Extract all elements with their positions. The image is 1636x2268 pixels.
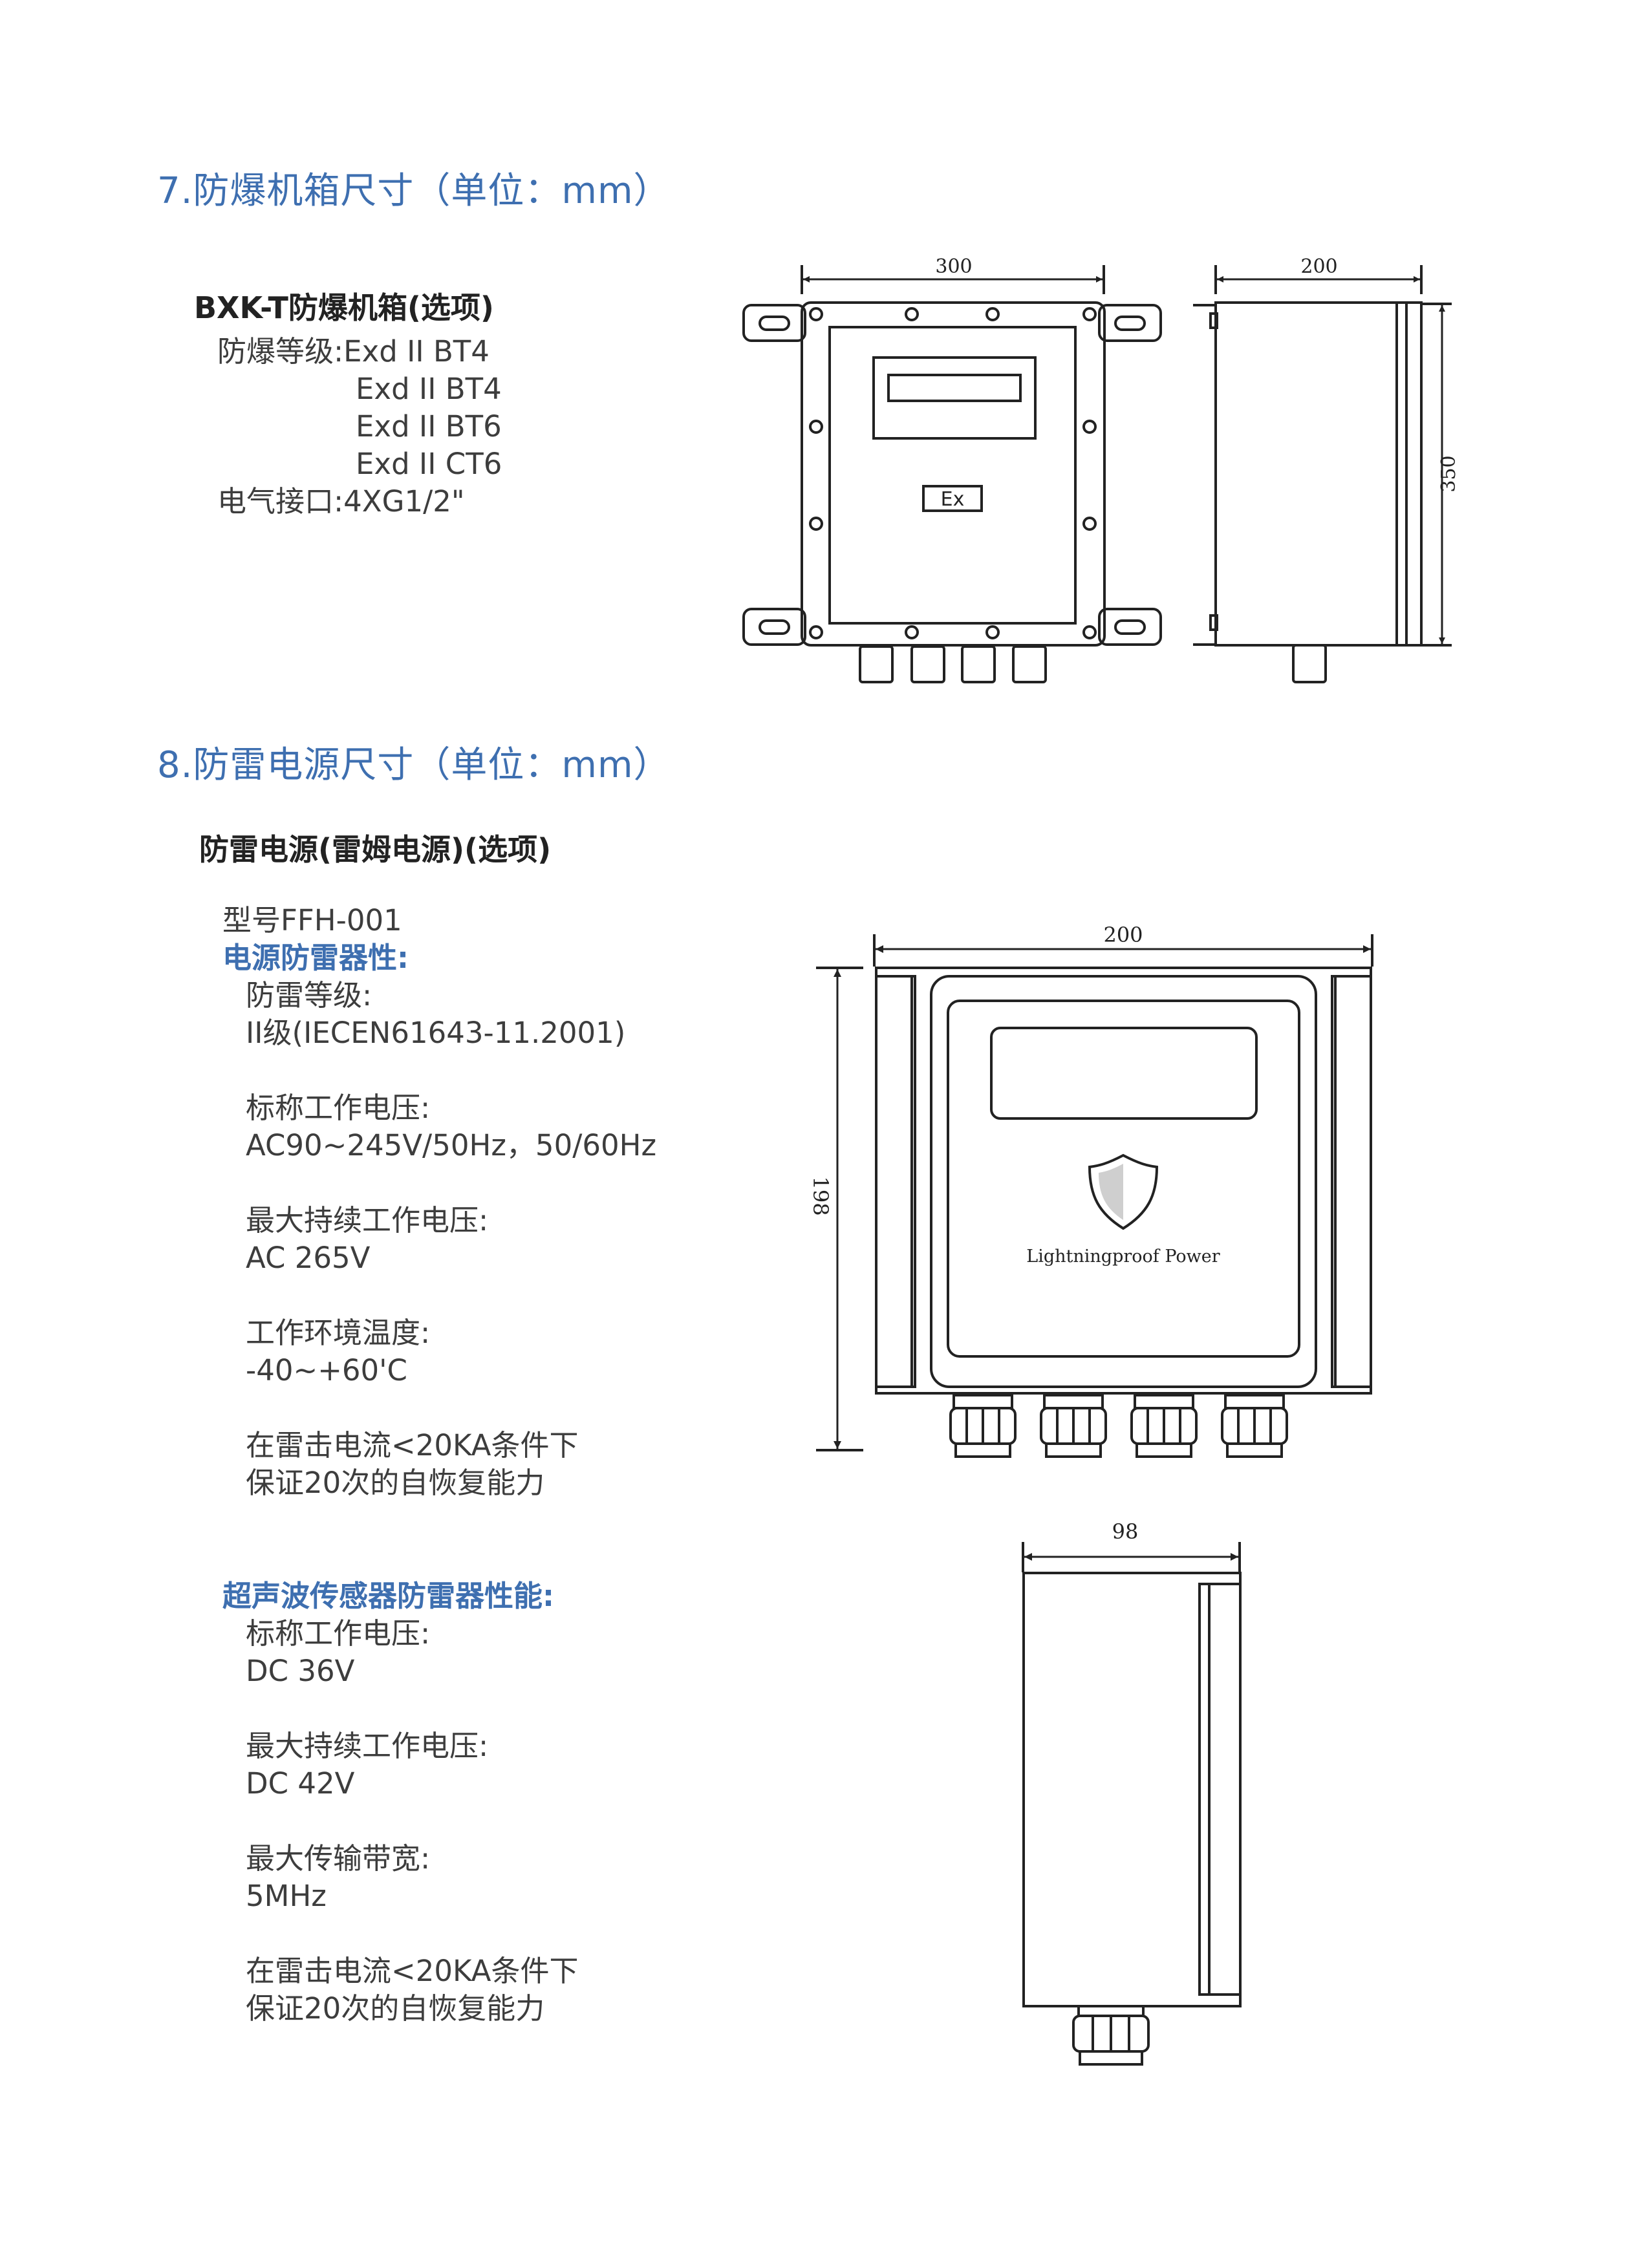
spec-line: 在雷击电流<20KA条件下	[246, 1954, 579, 1988]
lightning-power-side-drawing: 98	[1022, 1519, 1242, 2066]
spec-line: 防雷等级:	[246, 978, 372, 1012]
spec-line: 标称工作电压:	[246, 1616, 431, 1651]
spec-line: 最大持续工作电压:	[246, 1729, 489, 1763]
section-7-title: 7.防爆机箱尺寸（单位：mm）	[157, 170, 671, 212]
spec-line: AC90~245V/50Hz，50/60Hz	[246, 1128, 657, 1162]
section-8-title: 8.防雷电源尺寸（单位：mm）	[157, 744, 671, 786]
explosion-proof-box-drawing: 300 200 350 Ex	[742, 255, 1460, 683]
model-number: 型号FFH-001	[222, 903, 402, 937]
power-side-width-label: 98	[1112, 1519, 1139, 1544]
power-front-width-label: 200	[1103, 923, 1143, 947]
box-spec-line: Exd II BT6	[356, 409, 502, 444]
box-spec-line: 电气接口:4XG1/2"	[217, 484, 465, 519]
box-spec-line: Exd II BT4	[356, 372, 502, 406]
spec-line: 在雷击电流<20KA条件下	[246, 1428, 579, 1462]
power-front-height-label: 198	[808, 1176, 833, 1215]
spec-line: 工作环境温度:	[246, 1316, 431, 1350]
group2-heading: 超声波传感器防雷器性能:	[222, 1579, 554, 1613]
box-side-width-label: 200	[1300, 255, 1337, 278]
lightning-power-front-drawing: 200 198 Lightningproof Power	[808, 923, 1373, 1458]
spec-line: DC 42V	[246, 1766, 355, 1801]
spec-line: II级(IECEN61643-11.2001)	[246, 1016, 626, 1050]
spec-line: -40~+60'C	[246, 1353, 407, 1387]
box-spec-line: Exd II CT6	[356, 447, 502, 481]
spec-line: 最大持续工作电压:	[246, 1203, 489, 1237]
spec-line: 标称工作电压:	[246, 1091, 431, 1125]
spec-line: DC 36V	[246, 1654, 355, 1688]
power-subtitle: 防雷电源(雷姆电源)(选项)	[199, 832, 552, 867]
box-spec-line: 防爆等级:Exd II BT4	[217, 334, 490, 369]
box-subtitle: BXK-T防爆机箱(选项)	[194, 290, 494, 325]
group1-heading: 电源防雷器性:	[222, 941, 409, 975]
box-front-width-label: 300	[935, 255, 972, 278]
brand-label: Lightningproof Power	[1026, 1246, 1220, 1267]
box-height-label: 350	[1437, 455, 1460, 492]
ex-label: Ex	[941, 488, 965, 511]
spec-line: 保证20次的自恢复能力	[246, 1466, 545, 1500]
spec-line: 保证20次的自恢复能力	[246, 1991, 545, 2026]
spec-line: AC 265V	[246, 1241, 371, 1275]
spec-line: 最大传输带宽:	[246, 1841, 431, 1876]
spec-line: 5MHz	[246, 1879, 327, 1913]
